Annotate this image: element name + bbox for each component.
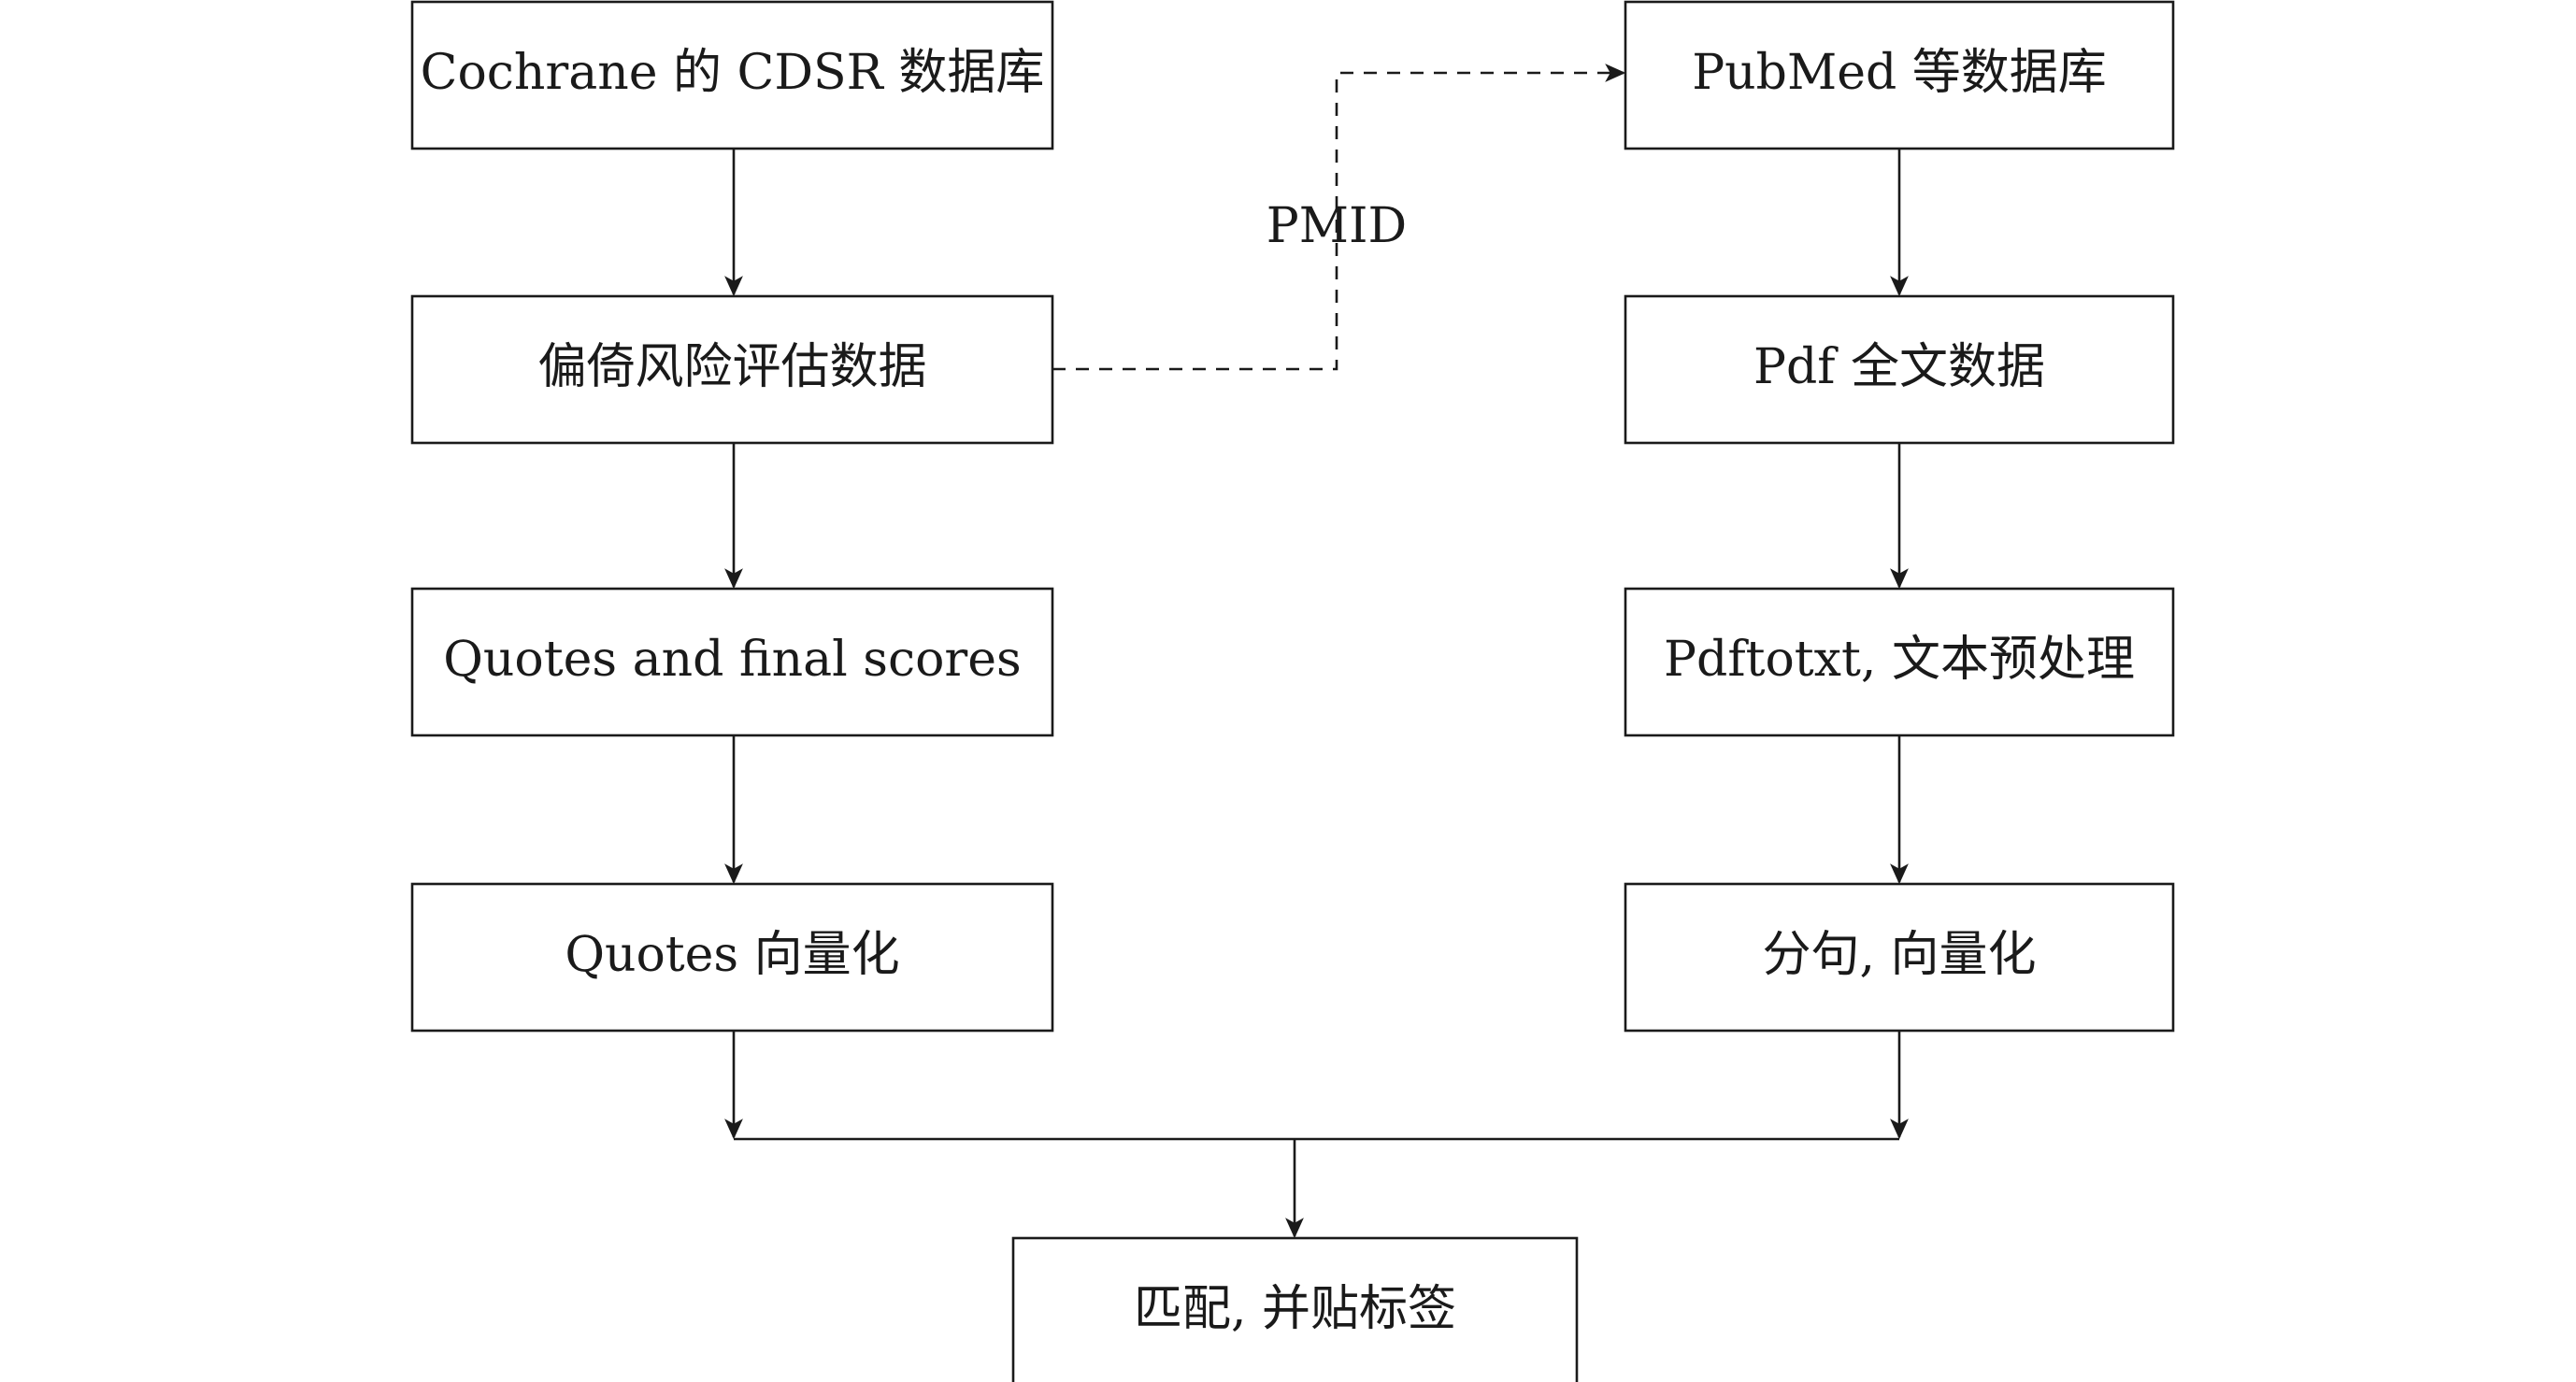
node-cdsr: Cochrane 的 CDSR 数据库: [410, 0, 1054, 150]
node-cdsr-label: Cochrane 的 CDSR 数据库: [421, 45, 1045, 101]
node-pubmed: PubMed 等数据库: [1624, 0, 2175, 150]
node-quotes-scores: Quotes and final scores: [410, 587, 1054, 737]
node-pdftotxt-label: Pdftotxt, 文本预处理: [1664, 632, 2135, 688]
node-sentence-vectorize-label: 分句, 向量化: [1762, 927, 2036, 983]
node-quotes-vectorize-label: Quotes 向量化: [565, 927, 899, 983]
node-pdf-fulltext: Pdf 全文数据: [1624, 294, 2175, 445]
node-match-label: 匹配, 并贴标签: [1011, 1236, 1579, 1382]
edge-label-pmid: PMID: [1267, 198, 1407, 254]
node-bias-assessment: 偏倚风险评估数据: [410, 294, 1054, 445]
node-match-label-text: 匹配, 并贴标签: [1134, 1281, 1456, 1337]
node-sentence-vectorize: 分句, 向量化: [1624, 882, 2175, 1033]
dashed-arrow-pmid: [1052, 64, 1626, 371]
node-pdf-fulltext-label: Pdf 全文数据: [1753, 339, 2045, 395]
node-pubmed-label: PubMed 等数据库: [1692, 45, 2107, 101]
node-quotes-scores-label: Quotes and final scores: [443, 632, 1021, 688]
node-bias-assessment-label: 偏倚风险评估数据: [537, 339, 926, 395]
node-pdftotxt: Pdftotxt, 文本预处理: [1624, 587, 2175, 737]
node-quotes-vectorize: Quotes 向量化: [410, 882, 1054, 1033]
